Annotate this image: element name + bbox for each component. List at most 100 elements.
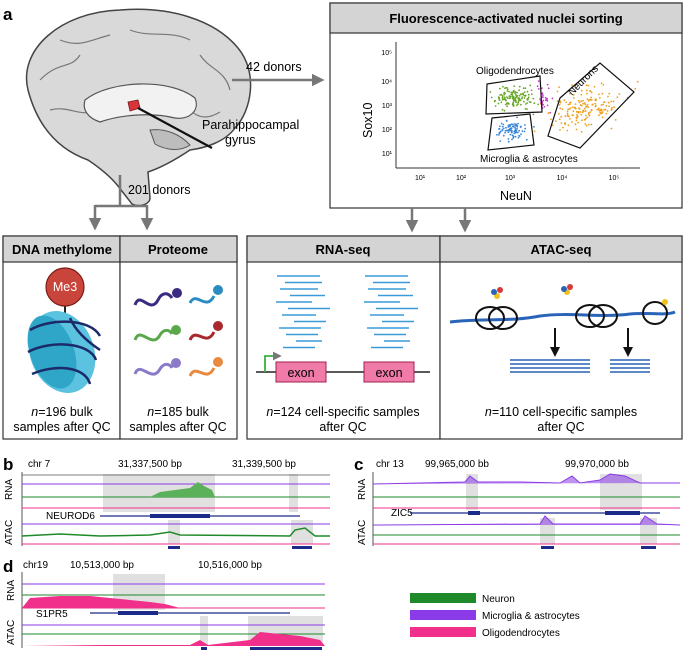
facs-event-dot [537, 103, 540, 106]
facs-event-dot [508, 95, 511, 98]
facs-event-dot [569, 93, 571, 95]
facs-event-dot [520, 133, 522, 136]
facs-event-dot [579, 111, 582, 113]
atac-seq-illustration [449, 284, 676, 373]
facs-event-dot [578, 108, 581, 110]
facs-event-dot [584, 114, 587, 117]
facs-event-dot [537, 88, 540, 90]
facs-event-dot [524, 94, 527, 97]
brain-illustration [25, 8, 252, 207]
facs-event-dot [585, 89, 588, 92]
facs-event-dot [498, 99, 501, 101]
facs-event-dot [600, 82, 603, 85]
facs-event-dot [524, 127, 527, 130]
facs-event-dot [514, 128, 517, 131]
facs-event-dot [500, 122, 503, 125]
facs-event-dot [518, 94, 521, 97]
facs-event-dot [585, 124, 588, 127]
facs-xtick: 10⁵ [609, 175, 620, 182]
facs-event-dot [586, 98, 589, 101]
facs-event-dot [510, 123, 513, 126]
panel-d-gene: S1PR5 [36, 609, 68, 620]
panel-c-pos1: 99,965,000 bb [425, 459, 489, 470]
facs-event-dot [569, 118, 571, 120]
facs-event-dot [594, 102, 597, 105]
facs-event-dot [536, 85, 539, 88]
facs-event-dot [573, 106, 576, 109]
facs-event-dot [506, 88, 509, 91]
facs-event-dot [584, 118, 587, 121]
facs-event-dot [581, 119, 583, 122]
facs-event-dot [600, 112, 602, 115]
legend: Neuron Microglia & astrocytes Oligodendr… [410, 593, 580, 639]
facs-event-dot [506, 96, 508, 98]
panel-d-rna-label: RNA [6, 580, 17, 601]
facs-event-dot [541, 93, 543, 95]
facs-event-dot [597, 107, 600, 110]
facs-event-dot [516, 127, 518, 130]
facs-event-dot [513, 85, 516, 87]
facs-event-dot [507, 124, 510, 127]
facs-event-dot [572, 110, 575, 113]
facs-event-dot [602, 103, 604, 106]
facs-event-dot [498, 134, 500, 136]
facs-event-dot [533, 125, 535, 128]
facs-gate-label-oligo: Oligodendrocytes [476, 66, 554, 77]
facs-event-dot [602, 84, 605, 86]
facs-event-dot [514, 127, 516, 129]
facs-event-dot [590, 99, 592, 101]
panel-c-gene: ZIC5 [391, 508, 413, 519]
facs-event-dot [585, 105, 588, 107]
facs-event-dot [489, 91, 492, 93]
facs-event-dot [516, 116, 518, 119]
facs-event-dot [502, 123, 505, 126]
facs-event-dot [518, 129, 520, 132]
facs-event-dot [566, 110, 569, 113]
facs-event-dot [522, 93, 525, 96]
facs-event-dot [587, 84, 590, 87]
facs-event-dot [587, 123, 590, 126]
facs-event-dot [523, 94, 526, 97]
facs-event-dot [580, 100, 583, 103]
facs-event-dot [603, 101, 606, 103]
facs-event-dot [504, 87, 506, 90]
panel-b-tracks [21, 472, 330, 549]
facs-event-dot [634, 87, 637, 90]
nucleosome-illustration [27, 267, 102, 393]
protein-illustration [133, 285, 223, 377]
facs-event-dot [616, 96, 619, 99]
facs-event-dot [524, 124, 526, 126]
legend-label-oligodendrocytes: Oligodendrocytes [482, 628, 560, 639]
facs-event-dot [527, 96, 530, 99]
facs-event-dot [513, 130, 516, 133]
facs-event-dot [532, 97, 535, 100]
box-title-proteome: Proteome [148, 242, 208, 257]
facs-event-dot [511, 103, 514, 106]
facs-event-dot [610, 108, 613, 111]
facs-event-dot [515, 96, 517, 99]
panel-c-chr: chr 13 [376, 459, 404, 470]
facs-event-dot [527, 93, 530, 96]
facs-event-dot [554, 120, 557, 122]
facs-event-dot [594, 99, 597, 102]
facs-event-dot [494, 105, 497, 107]
facs-event-dot [601, 111, 604, 114]
facs-event-dot [505, 119, 508, 122]
facs-event-dot [613, 106, 615, 109]
facs-event-dot [580, 93, 583, 96]
me3-badge: Me3 [53, 280, 77, 294]
facs-event-dot [490, 96, 493, 99]
panel-d-pos1: 10,513,000 bp [70, 560, 134, 571]
facs-event-dot [583, 102, 586, 104]
facs-event-dot [575, 128, 578, 131]
brain-region-label-line1: Parahippocampal [202, 118, 299, 132]
facs-event-dot [512, 91, 514, 93]
panel-b-chr: chr 7 [28, 459, 51, 470]
facs-event-dot [598, 93, 600, 96]
facs-event-dot [506, 105, 508, 108]
facs-event-dot [607, 95, 609, 98]
facs-event-dot [501, 108, 504, 111]
facs-event-dot [510, 131, 513, 134]
facs-event-dot [558, 86, 560, 88]
caption-n: n [485, 405, 492, 419]
